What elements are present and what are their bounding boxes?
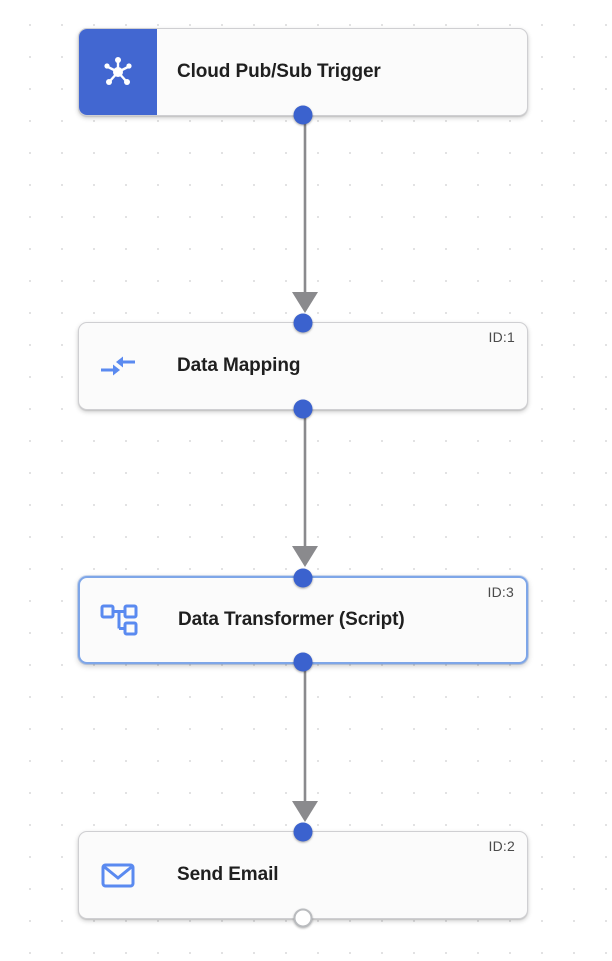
node-label: Send Email <box>177 864 279 885</box>
envelope-icon <box>79 832 157 918</box>
node-id-badge: ID:2 <box>488 838 515 854</box>
node-label: Data Transformer (Script) <box>178 609 405 630</box>
node-label: Cloud Pub/Sub Trigger <box>177 61 381 82</box>
pubsub-hub-icon <box>79 29 157 115</box>
node-body: Data Mapping ID:1 <box>157 323 527 409</box>
node-source-handle-open[interactable] <box>293 908 313 928</box>
node-data-mapping[interactable]: Data Mapping ID:1 <box>78 313 528 419</box>
edge-data-mapping-to-data-transformer <box>292 410 318 567</box>
sitemap-hierarchy-icon <box>80 578 158 662</box>
node-source-handle[interactable] <box>293 399 313 419</box>
node-send-email[interactable]: Send Email ID:2 <box>78 822 528 928</box>
node-body: Cloud Pub/Sub Trigger <box>157 29 527 115</box>
node-target-handle[interactable] <box>293 313 313 333</box>
node-target-handle[interactable] <box>293 568 313 588</box>
node-data-transformer-script[interactable]: Data Transformer (Script) ID:3 <box>78 568 528 672</box>
data-mapping-arrows-icon <box>79 323 157 409</box>
node-label: Data Mapping <box>177 355 301 376</box>
node-body: Send Email ID:2 <box>157 832 527 918</box>
edge-trigger-to-data-mapping <box>292 116 318 313</box>
node-body: Data Transformer (Script) ID:3 <box>158 578 526 662</box>
node-id-badge: ID:1 <box>488 329 515 345</box>
node-source-handle[interactable] <box>293 105 313 125</box>
edge-data-transformer-to-send-email <box>292 664 318 822</box>
node-source-handle[interactable] <box>293 652 313 672</box>
node-cloud-pubsub-trigger[interactable]: Cloud Pub/Sub Trigger <box>78 28 528 125</box>
node-target-handle[interactable] <box>293 822 313 842</box>
node-id-badge: ID:3 <box>487 584 514 600</box>
